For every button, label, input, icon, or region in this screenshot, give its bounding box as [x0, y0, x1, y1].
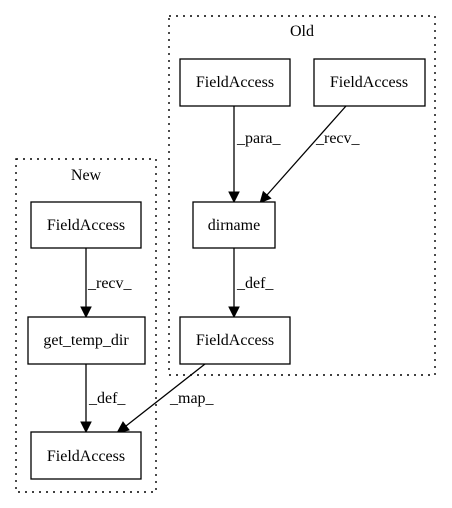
cluster-old: Old	[168, 15, 436, 376]
node-old-field-access-1: FieldAccess	[179, 58, 291, 107]
node-new-field-access-2-label: FieldAccess	[47, 448, 125, 465]
node-old-field-access-1-label: FieldAccess	[196, 74, 274, 91]
edge-def-old: _def_	[228, 248, 274, 319]
node-new-get-temp-dir-label: get_temp_dir	[43, 332, 129, 349]
cluster-old-border	[168, 15, 436, 376]
node-new-field-access-2: FieldAccess	[30, 431, 142, 480]
edge-recv-old-label: _recv_	[315, 130, 361, 147]
node-new-get-temp-dir: get_temp_dir	[27, 316, 146, 365]
node-old-dirname: dirname	[192, 201, 276, 249]
node-old-field-access-3-label: FieldAccess	[196, 332, 274, 349]
node-old-field-access-2-label: FieldAccess	[330, 74, 408, 91]
cluster-new-border	[15, 158, 157, 493]
edge-def-old-label: _def_	[236, 275, 274, 292]
cluster-new-label: New	[71, 167, 102, 184]
edge-recv-old: _recv_	[259, 105, 361, 204]
edge-def-new: _def_	[80, 364, 126, 434]
node-old-field-access-2: FieldAccess	[313, 58, 426, 107]
edge-recv-new-label: _recv_	[87, 275, 133, 292]
node-old-field-access-3: FieldAccess	[179, 316, 291, 365]
edge-recv-new: _recv_	[80, 248, 133, 319]
edge-para-label: _para_	[236, 130, 282, 147]
cluster-old-label: Old	[290, 23, 314, 40]
edge-map: _map_	[116, 363, 215, 434]
node-old-dirname-label: dirname	[208, 217, 260, 234]
edge-para: _para_	[228, 106, 282, 204]
node-new-field-access-1-label: FieldAccess	[47, 217, 125, 234]
cluster-new: New	[15, 158, 157, 493]
edge-def-new-label: _def_	[88, 390, 126, 407]
edge-map-label: _map_	[169, 390, 215, 407]
node-new-field-access-1: FieldAccess	[30, 201, 142, 249]
